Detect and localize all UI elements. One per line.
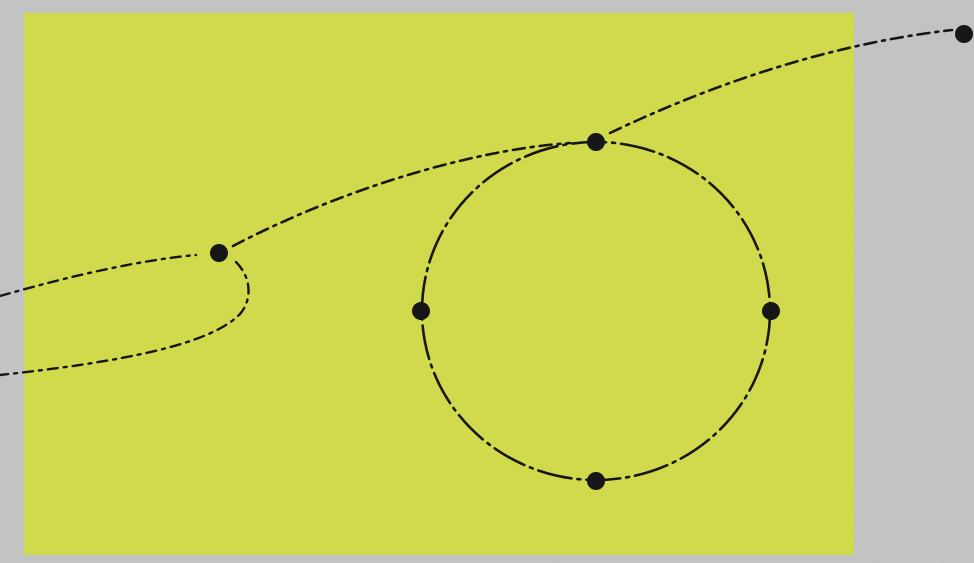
yellow-panel: [24, 13, 854, 555]
node-circle-right: [762, 302, 780, 320]
node-left: [210, 244, 228, 262]
node-circle-top: [587, 133, 605, 151]
node-circle-left: [412, 302, 430, 320]
node-circle-bottom: [587, 472, 605, 490]
node-top-right: [955, 25, 973, 43]
